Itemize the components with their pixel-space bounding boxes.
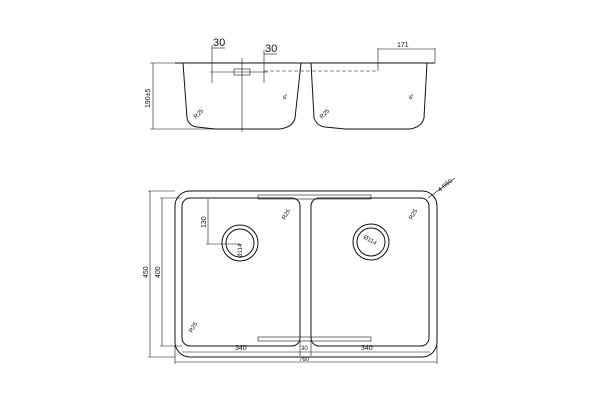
outer-height-label: 450: [143, 266, 150, 278]
bottom-bracket: [257, 336, 372, 342]
bowl-right-width-label: 340: [361, 345, 373, 352]
right-drain-inner: [356, 227, 386, 257]
overflow-holes: [233, 68, 251, 76]
radius-right-label: R25: [319, 108, 331, 120]
drain-offset-label: 130: [201, 216, 208, 228]
angle-left-label: 4°: [282, 93, 290, 101]
inner-height-label: 400: [155, 266, 162, 278]
right-drain-label: Ø114: [362, 235, 378, 248]
outer-rim: [174, 190, 438, 358]
side-view: 171 30 30 190±5 4° 4° R25 R25: [145, 37, 436, 132]
right-bowl: [310, 197, 430, 347]
offset-dim-label: 171: [397, 42, 409, 49]
radius-top-left-label: R25: [282, 208, 293, 221]
left-drain-outer: [221, 224, 259, 262]
bowl-left-width-label: 340: [235, 345, 247, 352]
left-bowl: [181, 197, 301, 347]
divider-width-label: 30: [301, 346, 308, 352]
left-drain-inner: [225, 228, 255, 258]
overflow-right-label: 30: [265, 43, 277, 55]
angle-right-label: 4°: [408, 93, 416, 101]
radius-bottom-left-label: R25: [189, 321, 200, 334]
total-width-label: 760: [299, 357, 310, 363]
top-bracket: [257, 194, 372, 200]
right-drain-outer: [352, 223, 390, 261]
radius-left-label: R25: [193, 108, 205, 120]
depth-label: 190±5: [145, 88, 152, 108]
right-bowl-profile: [310, 62, 428, 130]
left-drain-label: Ø114: [238, 243, 244, 258]
corner-radius-leader: [427, 177, 456, 199]
plan-view: Ø114 Ø114 130 R25 R25 R25 4-R50 450 400 …: [143, 177, 456, 364]
overflow-left-label: 30: [213, 37, 225, 49]
radius-top-right-label: R25: [409, 208, 420, 221]
